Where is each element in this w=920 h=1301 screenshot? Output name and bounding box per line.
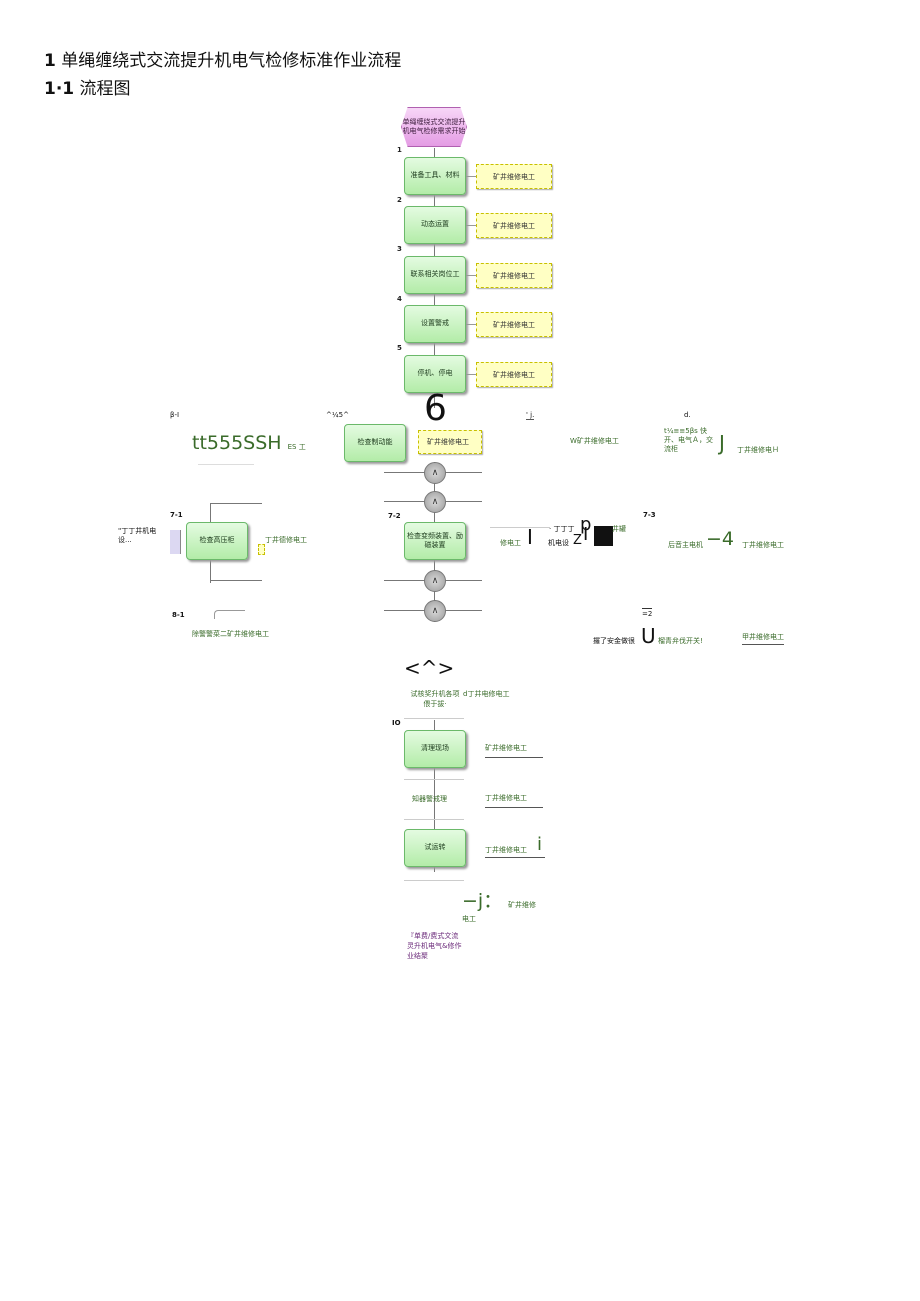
role-box: 矿井维修电工 — [476, 213, 552, 238]
garbled-large: tt555SSH — [192, 432, 282, 454]
gateway-icon: ∧ — [424, 600, 446, 622]
garbled-glyph: p — [580, 514, 592, 535]
role-box: 矿井维修电工 — [418, 430, 482, 454]
step-label: 7-1 — [170, 511, 183, 519]
role-box: 矿井维修电工 — [476, 312, 552, 337]
gateway-icon: ∧ — [424, 570, 446, 592]
flow-step-text: 知器警戒理 — [412, 795, 447, 803]
flow-connector — [214, 610, 245, 619]
branch-line — [210, 580, 262, 581]
step-number: 5 — [397, 344, 402, 352]
flow-step: 检查高压柜 — [186, 522, 248, 560]
flow-step: 清理现场 — [404, 730, 466, 768]
role-box: 矿井维修电工 — [476, 263, 552, 288]
role-text: t¼≡≡5βs 快开、电气Ａ，交流柜 — [664, 427, 713, 454]
garbled-text: tt555SSH ES 工 — [192, 432, 306, 454]
heading-number: 1 — [44, 51, 56, 71]
step-number: 2 — [397, 196, 402, 204]
end-node: 『单费/费式文流灵升机电气&修作业结聚 — [407, 932, 462, 960]
garbled-text: 机电设 — [548, 539, 569, 547]
divider — [490, 527, 550, 528]
role-text: 丁井维修电工 — [485, 793, 543, 808]
divider — [198, 464, 254, 465]
divider — [404, 779, 464, 780]
role-text: 甲井维修电工 — [742, 632, 784, 645]
step-marker: =2 — [642, 608, 653, 618]
step-label: 7-2 — [388, 512, 401, 520]
role-text: d丁井电修电工 — [463, 690, 510, 698]
flow-step: 动态运置 — [404, 206, 466, 244]
garbled-glyph: J — [719, 431, 725, 455]
role-text: 丁井维修电Ｈ — [737, 446, 779, 454]
role-text: 丁井维修电工 — [742, 541, 784, 549]
clipped-role — [258, 544, 265, 555]
step-label: 7-3 — [643, 511, 656, 519]
role-connector — [466, 324, 476, 325]
garbled-glyph: i — [537, 834, 543, 855]
role-text: 丁井德修电工 — [265, 536, 307, 544]
step-label: 8-1 — [172, 611, 185, 619]
step-number: 3 — [397, 245, 402, 253]
role-text: 井罐 — [612, 525, 626, 533]
heading-title: 单绳缠绕式交流提升机电气检修标准作业流程 — [61, 51, 402, 71]
gateway-icon: ∧ — [424, 462, 446, 484]
flow-step: 检查制动能 — [344, 424, 406, 462]
role-connector — [466, 225, 476, 226]
flow-step: 准备工具、材料 — [404, 157, 466, 195]
flow-step-text: 试核奖升机各项偎于拔· — [410, 690, 460, 708]
role-text: 丁井维修电工 — [485, 845, 545, 858]
clipped-shape — [170, 530, 181, 554]
step-marker: ^¼5^ — [326, 411, 349, 419]
step-number-large: 6 — [424, 388, 447, 429]
role-text: 修电工 — [500, 539, 521, 547]
role-connector — [466, 176, 476, 177]
divider — [404, 880, 464, 881]
role-text: W矿井维修电工 — [570, 437, 619, 445]
step-marker: −j： — [462, 890, 503, 912]
step-number: 4 — [397, 295, 402, 303]
section-number: 1·1 — [44, 79, 75, 99]
garbled-glyph: Z — [573, 533, 582, 548]
garbled-text: 攞了安金做很 — [593, 637, 635, 645]
flow-connector — [434, 720, 435, 872]
role-text: 矿井维修电工 — [485, 743, 543, 758]
step-number: IO — [392, 719, 401, 727]
branch-line — [210, 503, 262, 504]
garbled-glyph: I — [583, 524, 589, 545]
flow-step: 检查变频装置、励磁装置 — [404, 522, 466, 560]
role-text: 后音主电机 — [668, 541, 703, 549]
black-block — [594, 526, 613, 546]
start-node: 单绳缠绕式交流提升机电气检修需求开始 — [401, 107, 467, 147]
step-marker: ' j. — [526, 411, 535, 420]
flow-step: 设置警戒 — [404, 305, 466, 343]
garbled-glyph: U — [641, 624, 656, 648]
role-box: 矿井维修电工 — [476, 164, 552, 189]
flow-step: 联系相关岗位工 — [404, 256, 466, 294]
step-marker: <^> — [404, 656, 455, 680]
role-connector — [466, 374, 476, 375]
garbled-glyph: I — [527, 525, 533, 549]
role-box: 矿井维修电工 — [476, 362, 552, 387]
section-title: 流程图 — [79, 79, 131, 99]
garbled-glyph: −4 — [706, 528, 735, 550]
flow-step: 试运转 — [404, 829, 466, 867]
flow-step: 停机、停电 — [404, 355, 466, 393]
step-label: β-I — [170, 411, 180, 419]
step-number: 1 — [397, 146, 402, 154]
document-heading: 1 单绳缠绕式交流提升机电气检修标准作业流程 — [44, 46, 401, 71]
garbled-suffix: ES 工 — [287, 443, 306, 451]
role-connector — [466, 275, 476, 276]
step-marker: d. — [684, 411, 691, 419]
section-heading: 1·1 流程图 — [44, 74, 131, 99]
step-ext-text: "丁丁井机电设... — [118, 527, 157, 545]
divider — [404, 819, 464, 820]
gateway-icon: ∧ — [424, 491, 446, 513]
role-text: 榴青弁伐开关! — [658, 637, 703, 645]
garbled-text: · 丁丁丁 — [549, 525, 575, 533]
divider — [404, 718, 464, 719]
role-text: 除警警菜二矿井维修电工 — [192, 630, 269, 638]
role-text: 矿井维修电工 — [462, 901, 536, 923]
